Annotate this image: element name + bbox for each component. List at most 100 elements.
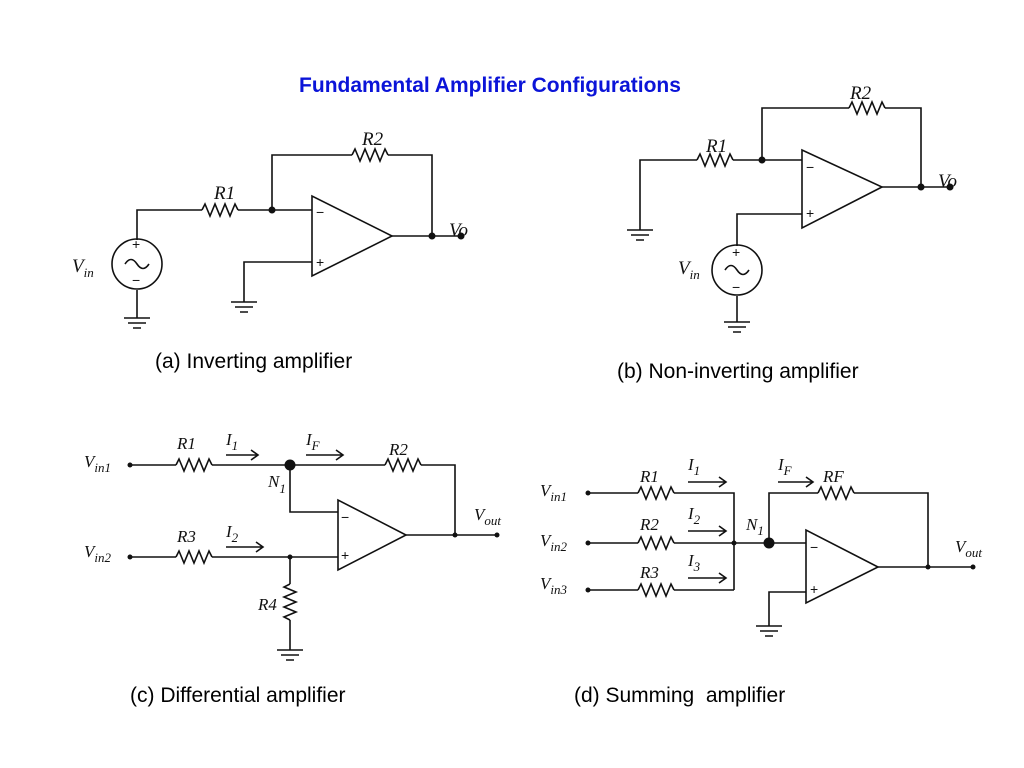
noninv-ground-wire xyxy=(768,591,806,626)
slide-title: Fundamental Amplifier Configurations xyxy=(299,74,681,97)
node-dot xyxy=(917,183,925,191)
vin1-label: Vin1 xyxy=(84,452,111,475)
r1-label: R1 xyxy=(639,467,659,486)
r1-label: R1 xyxy=(705,136,727,157)
vout-label: Vout xyxy=(474,505,501,528)
r2-label: R2 xyxy=(388,440,408,459)
ac-source xyxy=(711,244,763,296)
node-dot xyxy=(758,156,766,164)
ground-icon xyxy=(756,625,782,637)
opamp-triangle xyxy=(805,528,880,605)
source-to-noninv-wire xyxy=(736,213,802,246)
resistor-r1 xyxy=(201,201,239,219)
ac-source xyxy=(111,238,163,290)
source-minus-label: − xyxy=(132,272,140,288)
resistor-r2 xyxy=(351,146,389,164)
r1-label: R1 xyxy=(213,183,235,204)
vin1-label: Vin1 xyxy=(540,481,567,504)
vin-label: Vin xyxy=(678,258,700,282)
n1-label: N1 xyxy=(745,515,764,538)
r3-label: R3 xyxy=(176,527,196,546)
node-dot xyxy=(925,564,931,570)
vin-top-wire xyxy=(136,209,202,240)
arrow-i3 xyxy=(688,572,728,584)
ground-icon xyxy=(277,649,303,661)
node-dot xyxy=(731,540,737,546)
caption-inverting: (a) Inverting amplifier xyxy=(155,350,353,373)
terminal-dot xyxy=(127,462,133,468)
feedback-wire xyxy=(761,107,849,160)
vin3-label: Vin3 xyxy=(540,574,568,597)
arrow-i2 xyxy=(688,525,728,537)
r1-to-bus-wire xyxy=(674,492,735,590)
noninverting-input-label: + xyxy=(341,547,349,563)
node-dot xyxy=(287,554,293,560)
node-to-inv-wire xyxy=(289,465,338,513)
r2-label: R2 xyxy=(849,83,872,104)
arrow-i2 xyxy=(226,541,265,553)
resistor-r2 xyxy=(637,534,675,552)
vin2-label: Vin2 xyxy=(540,531,568,554)
feedback-out-wire xyxy=(885,107,922,187)
terminal-dot xyxy=(457,232,465,240)
i1-label: I1 xyxy=(225,430,238,453)
resistor-r2 xyxy=(848,99,886,117)
rf-label: RF xyxy=(822,467,844,486)
resistor-r4 xyxy=(281,583,299,621)
ground-r1-wire xyxy=(639,159,697,230)
i1-label: I1 xyxy=(687,455,700,478)
opamp-triangle xyxy=(337,498,408,572)
circuit-noninverting: − + + − R1 R2 Vo Vin xyxy=(627,83,957,333)
n1-label: N1 xyxy=(267,472,286,496)
resistor-rf xyxy=(817,484,855,502)
if-label: IF xyxy=(777,455,793,478)
circuit-inverting: − + + − R1 R2 Vo Vin xyxy=(72,129,468,329)
noninverting-input-label: + xyxy=(316,254,324,270)
terminal-dot xyxy=(585,540,591,546)
terminal-dot xyxy=(970,564,976,570)
vin2-label: Vin2 xyxy=(84,542,112,565)
r1-label: R1 xyxy=(176,434,196,453)
caption-summing: (d) Summing amplifier xyxy=(574,684,786,707)
ac-wave-icon xyxy=(124,258,150,270)
resistor-r3 xyxy=(175,548,213,566)
inverting-input-label: − xyxy=(810,539,818,555)
resistor-r1 xyxy=(175,456,213,474)
r2-label: R2 xyxy=(639,515,659,534)
arrow-if xyxy=(778,476,815,488)
resistor-r1 xyxy=(696,151,734,169)
ground-icon xyxy=(231,301,257,313)
terminal-dot xyxy=(585,490,591,496)
resistor-r3 xyxy=(637,581,675,599)
ground-icon xyxy=(724,321,750,333)
i2-label: I2 xyxy=(225,522,239,545)
resistor-r2 xyxy=(384,456,422,474)
resistor-r1 xyxy=(637,484,675,502)
arrow-i1 xyxy=(226,449,260,461)
opamp-triangle xyxy=(311,194,394,278)
caption-noninverting: (b) Non-inverting amplifier xyxy=(617,360,859,383)
source-plus-label: + xyxy=(732,244,740,260)
noninv-ground-wire xyxy=(243,261,312,302)
noninverting-input-label: + xyxy=(810,581,818,597)
ground-icon xyxy=(627,229,653,241)
ground-icon xyxy=(124,317,150,329)
ac-wave-icon xyxy=(724,264,750,276)
feedback-wire xyxy=(271,154,352,210)
opamp-triangle xyxy=(801,148,884,230)
arrow-if xyxy=(306,449,345,461)
i3-label: I3 xyxy=(687,551,701,574)
caption-differential: (c) Differential amplifier xyxy=(130,684,346,707)
if-label: IF xyxy=(305,430,321,453)
feedback-out-wire xyxy=(854,492,929,567)
inverting-input-label: − xyxy=(806,159,814,175)
vin-label: Vin xyxy=(72,256,94,280)
source-minus-label: − xyxy=(732,279,740,295)
i2-label: I2 xyxy=(687,504,701,527)
terminal-dot xyxy=(494,532,500,538)
node-dot xyxy=(452,532,458,538)
node-n1-dot xyxy=(284,459,296,471)
feedback-wire xyxy=(768,492,818,543)
r2-label: R2 xyxy=(361,129,384,150)
